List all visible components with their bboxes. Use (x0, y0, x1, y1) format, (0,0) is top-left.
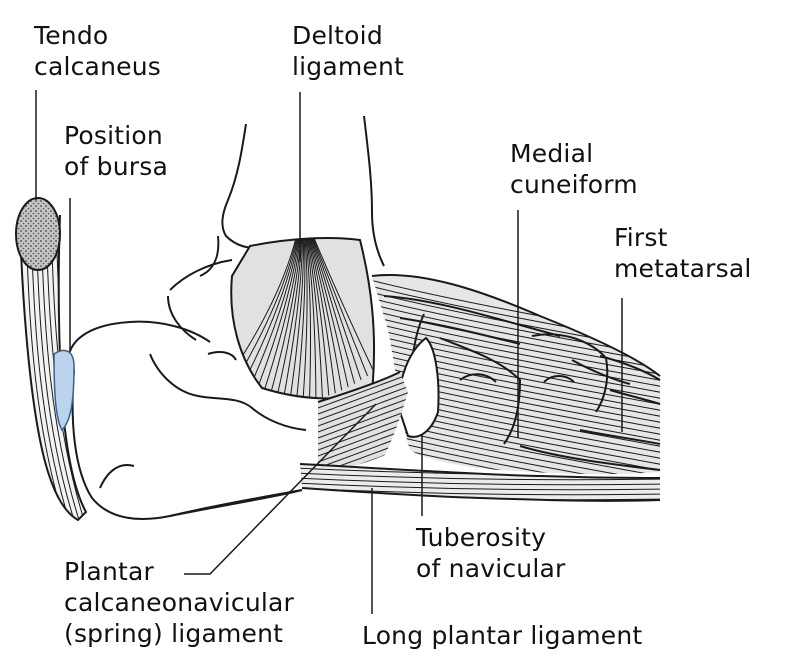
label-cuneiform-line2: cuneiform (510, 170, 638, 199)
label-tendo-calcaneus: Tendo calcaneus (34, 20, 161, 82)
label-tuberosity-line2: of navicular (416, 554, 566, 583)
label-tendo-line2: calcaneus (34, 52, 161, 81)
label-bursa-line1: Position (64, 121, 163, 150)
label-position-of-bursa: Position of bursa (64, 120, 168, 182)
leader-spring (184, 403, 377, 575)
navicular-tuberosity-shape (398, 336, 440, 438)
label-plantar-calcaneonavicular: Plantar calcaneonavicular (spring) ligam… (64, 556, 294, 649)
label-deltoid-ligament: Deltoid ligament (292, 20, 404, 82)
label-tendo-line1: Tendo (34, 21, 109, 50)
label-tuberosity-line1: Tuberosity (416, 523, 547, 552)
label-long-plantar-ligament: Long plantar ligament (362, 620, 642, 651)
label-spring-line3: (spring) ligament (64, 619, 284, 648)
label-medial-cuneiform: Medial cuneiform (510, 138, 638, 200)
bursa (53, 349, 75, 432)
label-first-metatarsal: First metatarsal (614, 222, 752, 284)
label-spring-line1: Plantar (64, 557, 154, 586)
label-long-plantar-line1: Long plantar ligament (362, 621, 643, 650)
tendon-cut-end (15, 197, 61, 271)
tibia-outline (221, 115, 385, 267)
label-deltoid-line1: Deltoid (292, 21, 383, 50)
leader-lines (35, 90, 623, 614)
calcaneus-outline (67, 235, 307, 520)
label-cuneiform-line1: Medial (510, 139, 594, 168)
label-spring-line2: calcaneonavicular (64, 588, 295, 617)
label-tuberosity-of-navicular: Tuberosity of navicular (416, 522, 565, 584)
label-deltoid-line2: ligament (292, 52, 405, 81)
label-metatarsal-line2: metatarsal (614, 254, 752, 283)
label-bursa-line2: of bursa (64, 152, 168, 181)
label-metatarsal-line1: First (614, 223, 668, 252)
